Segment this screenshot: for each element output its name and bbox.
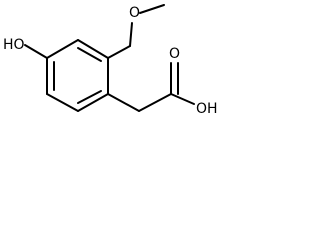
hydroxyl-label: HO bbox=[3, 37, 25, 53]
ring-bond-4 bbox=[46, 93, 79, 112]
methylene-bond bbox=[107, 93, 140, 112]
methyl-bond bbox=[139, 4, 165, 14]
benzene-ring bbox=[46, 39, 109, 112]
structure-canvas: HO O O OH bbox=[0, 0, 244, 132]
hydroxyl-substituent: HO bbox=[3, 37, 48, 59]
methoxy-ring-bond bbox=[107, 45, 131, 59]
ring-double-bond-inner-2 bbox=[77, 90, 102, 104]
carbonyl-oxygen-label: O bbox=[169, 46, 180, 62]
acetic-acid-side-chain: O OH bbox=[107, 46, 218, 117]
ring-bond-3 bbox=[77, 93, 109, 112]
ring-bond-1 bbox=[77, 39, 109, 59]
carboxyl-oh-bond bbox=[170, 93, 195, 105]
methoxy-substituent: O bbox=[107, 4, 165, 59]
chemical-structure-drawing: HO O O OH bbox=[3, 4, 218, 117]
methoxy-oxygen-label: O bbox=[129, 5, 140, 21]
ring-double-bond-inner-1 bbox=[77, 47, 102, 62]
methoxy-oxygen-bond bbox=[129, 22, 133, 47]
carbonyl-carbon-bond bbox=[138, 93, 172, 112]
hydroxyl-bond bbox=[24, 44, 48, 59]
carboxyl-oh-label: OH bbox=[196, 101, 218, 117]
ring-bond-6 bbox=[46, 39, 79, 59]
